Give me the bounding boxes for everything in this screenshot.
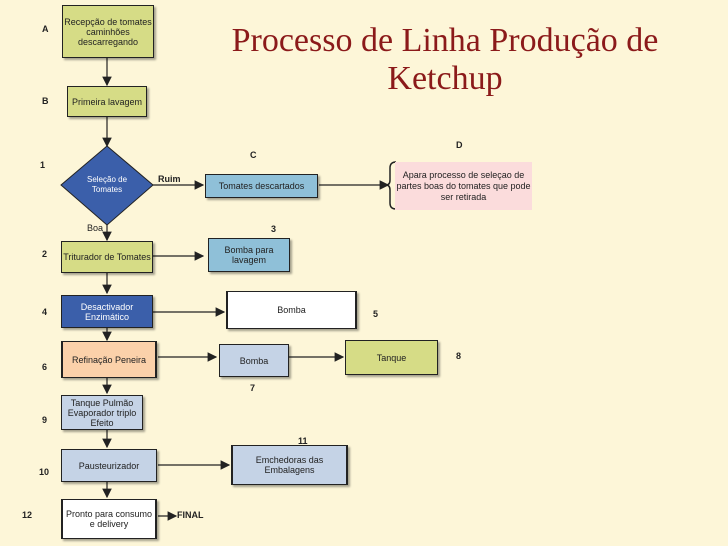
- label-6: 6: [42, 362, 48, 372]
- label-d: D: [456, 140, 463, 150]
- label-a: A: [42, 24, 49, 34]
- box-pasteurizador: Pausteurizador: [61, 449, 157, 482]
- box-tomates-descartados: Tomates descartados: [205, 174, 318, 198]
- label-11: 11: [298, 436, 308, 446]
- label-1: 1: [40, 160, 46, 170]
- label-2: 2: [42, 249, 48, 259]
- page-title: Processo de Linha Produção de Ketchup: [231, 22, 659, 97]
- label-7: 7: [250, 383, 256, 393]
- label-c: C: [250, 150, 257, 160]
- box-bomba-7: Bomba: [219, 344, 289, 377]
- box-pronto: Pronto para consumo e delivery: [61, 499, 157, 539]
- decision-diamond: [60, 145, 154, 226]
- label-9: 9: [42, 415, 48, 425]
- box-refinacao: Refinação Peneira: [61, 341, 157, 378]
- label-ruim: Ruim: [158, 174, 181, 184]
- label-final: FINAL: [177, 510, 204, 520]
- brace-d: [385, 161, 397, 210]
- box-bomba-lavagem: Bomba para lavagem: [208, 238, 290, 272]
- box-tanque-pulmao: Tanque Pulmão Evaporador triplo Efeito: [61, 395, 143, 430]
- label-b: B: [42, 96, 49, 106]
- box-desactivador: Desactivador Enzimático: [61, 295, 153, 328]
- label-5: 5: [373, 309, 379, 319]
- box-enchedoras: Emchedoras das Embalagens: [231, 445, 348, 485]
- box-tanque: Tanque: [345, 340, 438, 375]
- label-12: 12: [22, 510, 33, 520]
- box-primeira-lavagem: Primeira lavagem: [67, 86, 147, 117]
- box-recepcao: Recepção de tomates caminhões descarrega…: [62, 5, 154, 58]
- label-4: 4: [42, 307, 48, 317]
- box-triturador: Triturador de Tomates: [61, 241, 153, 273]
- label-8: 8: [456, 351, 462, 361]
- box-bomba-5: Bomba: [226, 291, 357, 329]
- label-3: 3: [271, 224, 277, 234]
- label-10: 10: [39, 467, 50, 477]
- label-boa: Boa: [87, 223, 104, 233]
- box-apara: Apara processo de seleçao de partes boas…: [395, 162, 532, 210]
- decision-label: Seleção de Tomates: [86, 175, 128, 194]
